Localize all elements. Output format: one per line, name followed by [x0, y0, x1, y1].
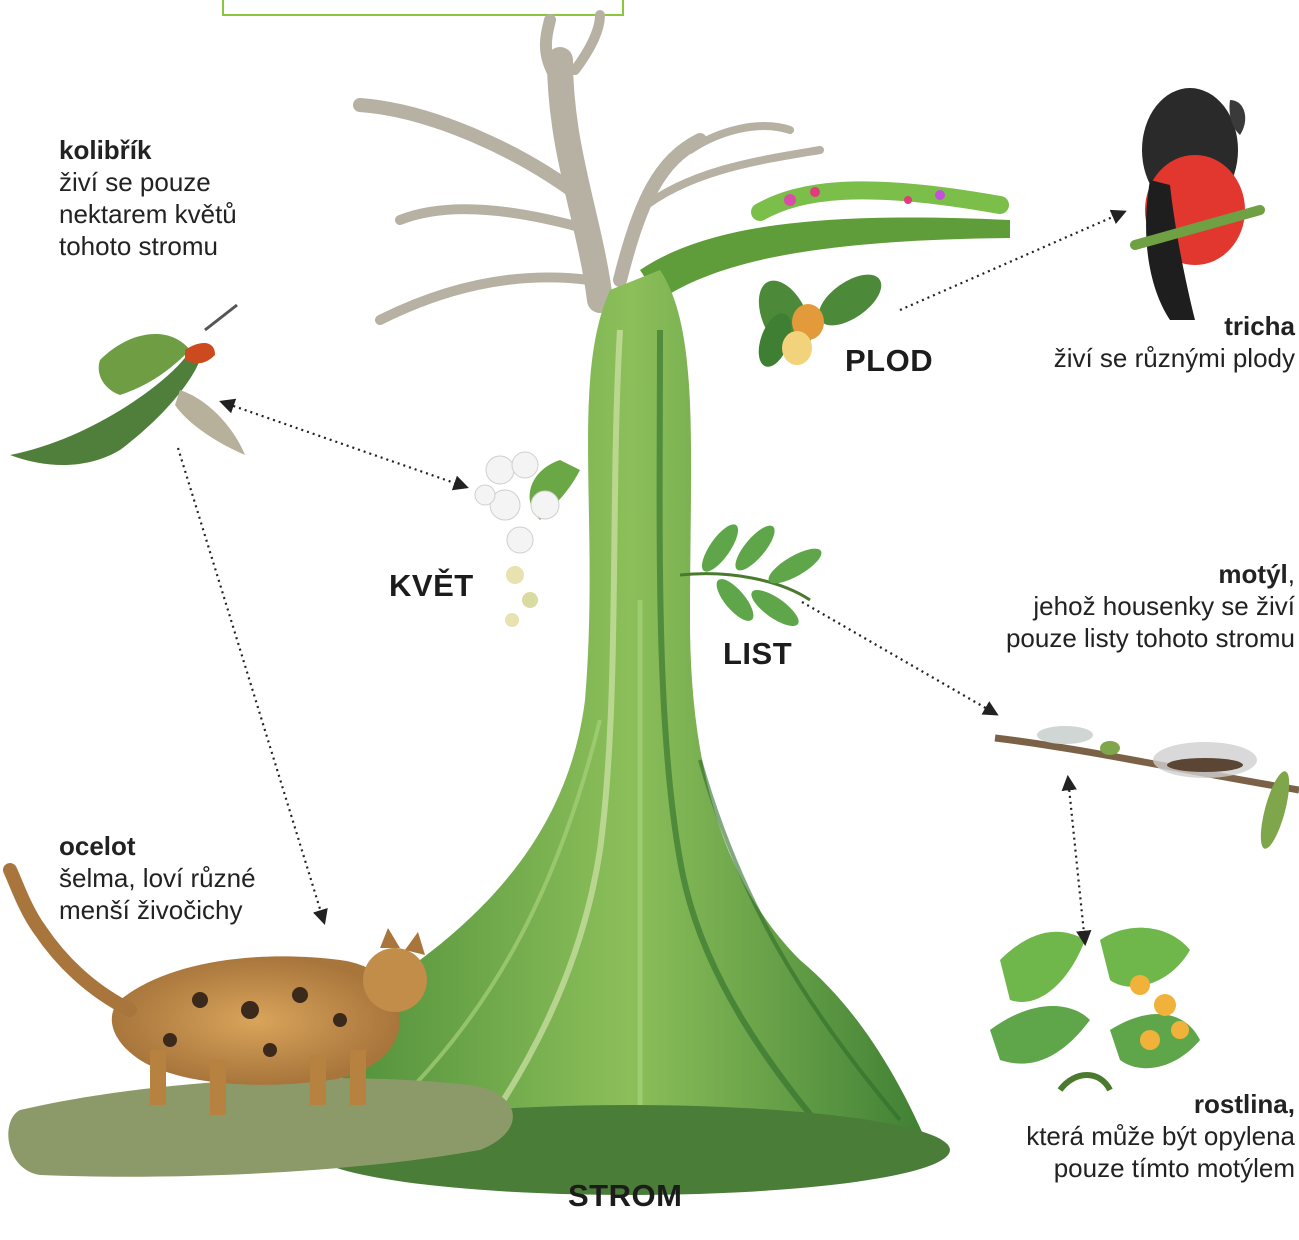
rostlina-line-1: která může být opylena: [1026, 1120, 1295, 1152]
arrow-motyl-rostlina: [1068, 778, 1085, 943]
parrot-illustration: [1135, 88, 1260, 320]
text-rostlina: rostlina, která může být opylena pouze t…: [1026, 1088, 1295, 1184]
arrow-list-motyl: [802, 602, 996, 714]
ocelot-line-2: menší živočichy: [59, 894, 256, 926]
motyl-line-2: pouze listy tohoto stromu: [1006, 622, 1295, 654]
leaf-illustration: [680, 519, 826, 632]
tricha-line-1: živí se různými plody: [1054, 342, 1295, 374]
motyl-suffix: ,: [1288, 559, 1295, 589]
tricha-name: tricha: [1054, 310, 1295, 342]
kolibrik-line-2: nektarem květů: [59, 198, 237, 230]
mossy-branch: [640, 187, 1010, 300]
dead-branches: [360, 15, 820, 320]
text-tricha: tricha živí se různými plody: [1054, 310, 1295, 374]
orchid-plant-illustration: [990, 928, 1200, 1090]
motyl-name: motýl: [1218, 559, 1287, 589]
tree-trunk: [310, 270, 950, 1195]
arrow-kolibrik-kvet: [222, 402, 466, 487]
hummingbird-illustration: [10, 305, 245, 465]
butterfly-branch-illustration: [995, 726, 1299, 851]
label-kvet: KVĚT: [389, 568, 474, 604]
text-motyl: motýl, jehož housenky se živí pouze list…: [1006, 558, 1295, 654]
kolibrik-name: kolibřík: [59, 134, 237, 166]
text-ocelot: ocelot šelma, loví různé menší živočichy: [59, 830, 256, 926]
label-plod: PLOD: [845, 343, 933, 379]
flower-illustration: [475, 452, 580, 627]
rostlina-name: rostlina,: [1026, 1088, 1295, 1120]
label-strom: STROM: [568, 1178, 682, 1214]
ocelot-line-1: šelma, loví různé: [59, 862, 256, 894]
kolibrik-line-1: živí se pouze: [59, 166, 237, 198]
label-list: LIST: [723, 636, 792, 672]
kolibrik-line-3: tohoto stromu: [59, 230, 237, 262]
motyl-line-1: jehož housenky se živí: [1006, 590, 1295, 622]
text-kolibrik: kolibřík živí se pouze nektarem květů to…: [59, 134, 237, 262]
ocelot-name: ocelot: [59, 830, 256, 862]
rostlina-line-2: pouze tímto motýlem: [1026, 1152, 1295, 1184]
